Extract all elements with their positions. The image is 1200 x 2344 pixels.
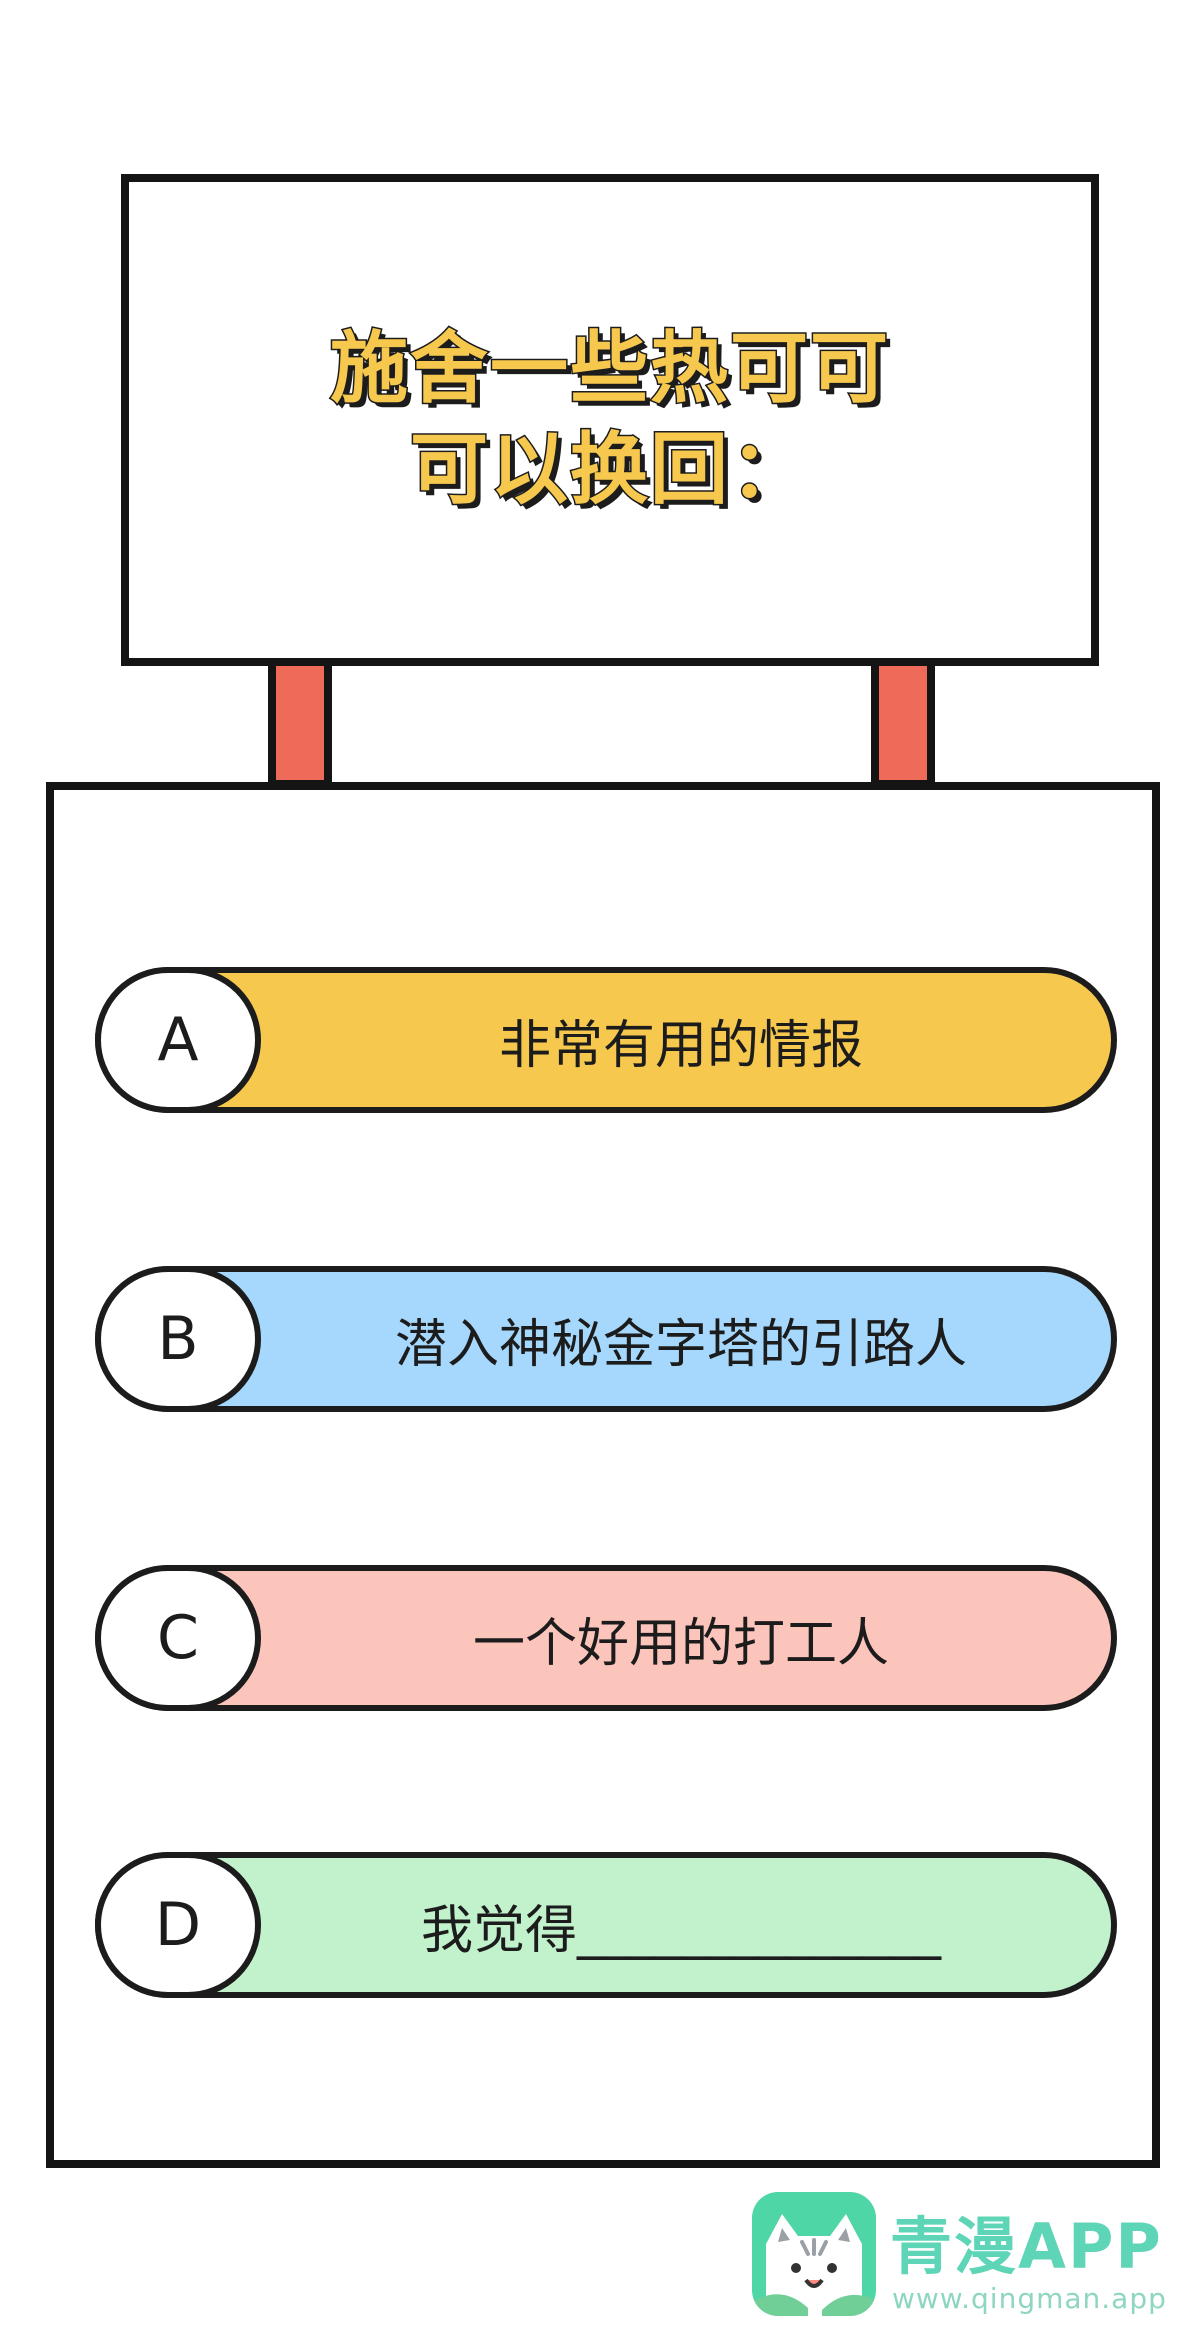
watermark: 青漫APP www.qingman.app (752, 2192, 1172, 2328)
option-a-text: 非常有用的情报 (498, 1015, 863, 1076)
option-a-letter: A (95, 967, 261, 1113)
watermark-url: www.qingman.app (892, 2282, 1167, 2315)
cat-logo-icon (752, 2192, 876, 2316)
option-a[interactable]: 非常有用的情报 A (95, 967, 1117, 1113)
option-b-pill (95, 1266, 1117, 1412)
option-c[interactable]: 一个好用的打工人 C (95, 1565, 1117, 1711)
option-a-pill (95, 967, 1117, 1113)
sign-post-right (871, 666, 935, 788)
option-b[interactable]: 潜入神秘金字塔的引路人 B (95, 1266, 1117, 1412)
option-d-letter: D (95, 1852, 261, 1998)
question-line-2: 可以换回： (408, 423, 810, 516)
option-d[interactable]: 我觉得______________ D (95, 1852, 1117, 1998)
option-c-letter: C (95, 1565, 261, 1711)
option-c-pill (95, 1565, 1117, 1711)
question-line-1: 施舍一些热可可 (328, 322, 890, 415)
option-d-pill (95, 1852, 1117, 1998)
sign-post-left (268, 666, 332, 788)
question-sign: 施舍一些热可可 可以换回： (121, 174, 1099, 666)
option-b-text: 潜入神秘金字塔的引路人 (394, 1314, 967, 1375)
watermark-title: 青漫APP (890, 2210, 1163, 2283)
option-c-text: 一个好用的打工人 (472, 1613, 889, 1674)
option-b-letter: B (95, 1266, 261, 1412)
option-d-text: 我觉得______________ (420, 1900, 941, 1961)
